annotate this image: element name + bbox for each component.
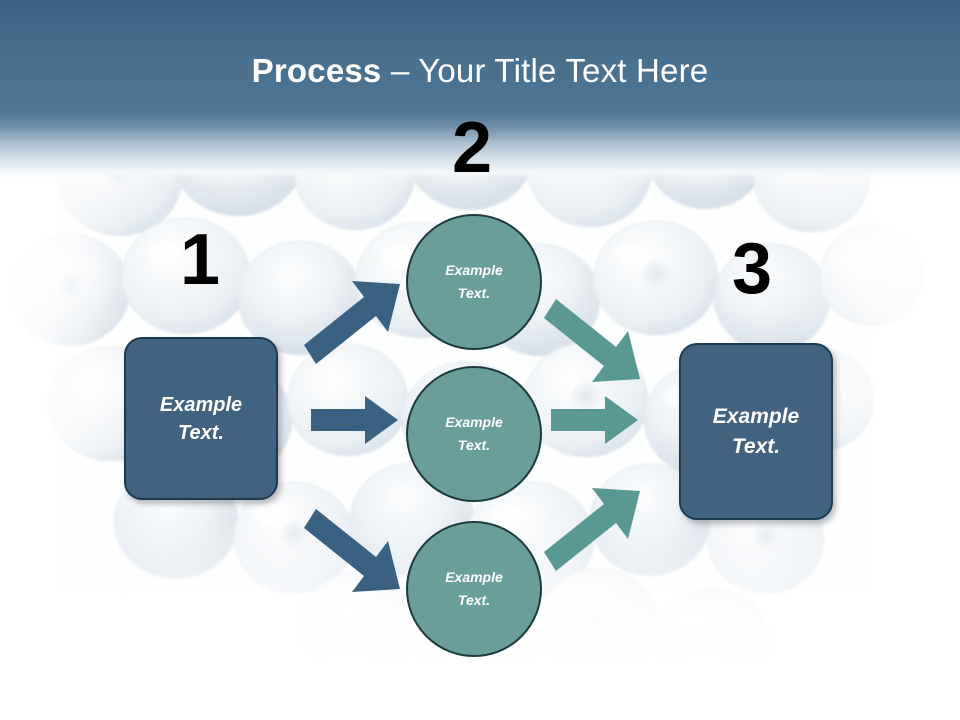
process-box-left[interactable]: Example Text. (124, 337, 278, 500)
step-number-1: 1 (179, 220, 221, 300)
process-circle-bottom-text: Example Text. (445, 566, 503, 612)
process-circle-middle-line1: Example (445, 414, 503, 430)
process-circle-bottom-line2: Text. (457, 592, 491, 608)
process-box-left-text: Example Text. (160, 391, 242, 447)
page-title-bold: Process (251, 52, 382, 89)
process-box-left-line2: Text. (178, 421, 224, 444)
page-title: Process – Your Title Text Here (0, 51, 960, 91)
step-number-2: 2 (451, 108, 493, 188)
process-circle-bottom-line1: Example (445, 569, 503, 585)
process-circle-top[interactable]: Example Text. (406, 214, 542, 350)
header-band (0, 0, 960, 178)
process-circle-top-line2: Text. (457, 285, 491, 301)
process-circle-top-line1: Example (445, 262, 503, 278)
process-box-left-line1: Example (159, 393, 243, 416)
step-number-3: 3 (731, 229, 773, 309)
process-box-right-line1: Example (712, 404, 800, 428)
process-circle-middle[interactable]: Example Text. (406, 366, 542, 502)
process-circle-bottom[interactable]: Example Text. (406, 521, 542, 657)
process-box-right[interactable]: Example Text. (679, 343, 833, 520)
process-circle-middle-text: Example Text. (445, 411, 503, 457)
process-box-right-line2: Text. (731, 434, 781, 458)
process-circle-top-text: Example Text. (445, 259, 503, 305)
process-circle-middle-line2: Text. (457, 437, 491, 453)
page-title-light: Your Title Text Here (418, 52, 709, 89)
photo-fade-left (0, 108, 130, 668)
page-title-separator: – (381, 52, 419, 89)
process-box-right-text: Example Text. (713, 402, 799, 462)
